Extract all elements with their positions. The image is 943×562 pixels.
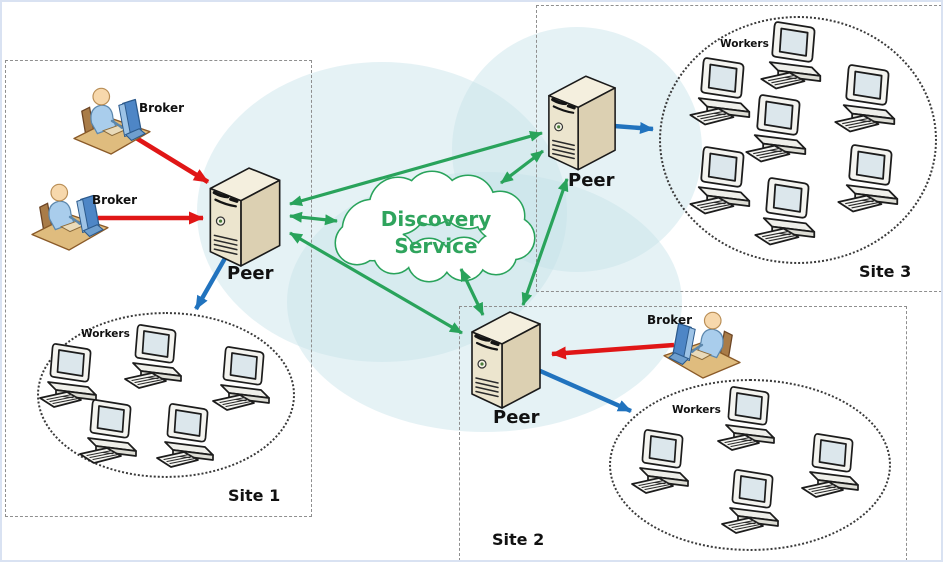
site2-workers-ellipse [609,379,891,551]
site1-peer-label: Peer [227,263,274,284]
discovery-cloud: Discovery Service [334,170,536,283]
arrow-peer2-peer3 [521,178,569,306]
site3-label: Site 3 [859,262,912,281]
site2-box [459,306,907,560]
worker-computer-icon [156,403,214,468]
worker-computer-icon [834,64,896,133]
arrow-broker3-peer2 [551,342,675,360]
worker-computer-icon [631,429,689,494]
arrow-peer1-peer3 [289,130,543,207]
arrow-peer3-cloud [500,149,544,185]
site3-workers-label: Workers [720,38,769,50]
arrow-peer1-workers [194,251,230,311]
worker-computer-icon [79,399,137,464]
site2-peer-server-icon [470,310,542,410]
arrow-peer1-peer2 [289,231,463,335]
worker-computer-icon [689,57,751,126]
site2-worker-computers [631,386,859,534]
site3-peer-server-icon [547,74,617,172]
site2-peer-label: Peer [493,407,540,428]
worker-computer-icon [124,324,182,389]
site2-workers-label: Workers [672,404,721,416]
worker-computer-icon [212,346,270,411]
site1-worker-computers [39,324,270,468]
worker-computer-icon [837,144,899,213]
site3-workers-ellipse [659,16,937,264]
worker-computer-icon [689,146,751,215]
arrow-peer1-cloud [289,211,338,226]
arrow-peer2-cloud [459,268,485,316]
cloud-label-line1: Discovery [381,207,491,231]
worker-computer-icon [745,94,807,163]
site1-broker-top-icon [72,87,152,156]
site3-peer-label: Peer [568,170,615,191]
arrow-peer3-workers [613,122,654,134]
worker-computer-icon [801,433,859,498]
arrow-peer2-workers [537,367,632,414]
site1-broker-top-label: Broker [139,101,185,115]
site2-label: Site 2 [492,530,545,549]
site1-workers-ellipse [37,312,295,478]
site1-broker-bottom-label: Broker [92,193,138,207]
site2-broker-label: Broker [647,313,693,327]
worker-computer-icon [760,21,822,90]
site1-label: Site 1 [228,486,281,505]
worker-computer-icon [721,469,779,534]
arrow-broker1-peer1 [126,131,210,184]
site1-workers-label: Workers [81,328,130,340]
cloud-label-line2: Service [394,234,477,258]
site1-peer-server-icon [208,166,282,268]
site3-worker-computers [689,21,899,246]
worker-computer-icon [754,177,816,246]
worker-computer-icon [39,343,97,408]
worker-computer-icon [717,386,775,451]
